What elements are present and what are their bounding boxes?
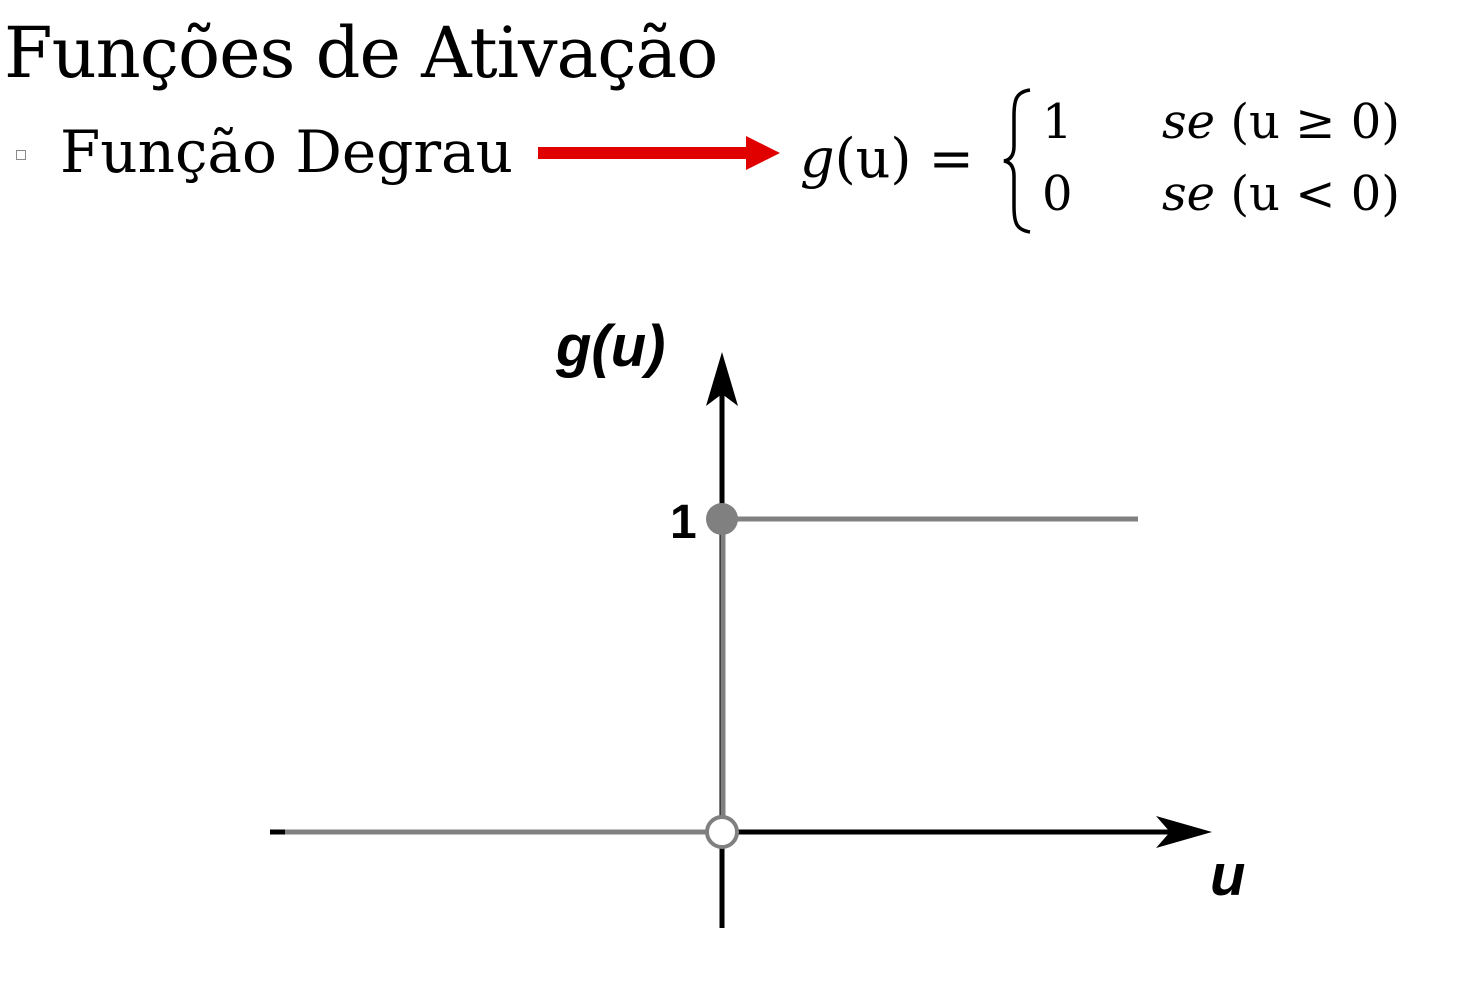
case-2-condition-word: se: [1162, 166, 1216, 222]
square-bullet-icon: [16, 150, 26, 160]
arrow-head: [746, 136, 780, 170]
x-axis-arrowhead: [1156, 816, 1212, 848]
open-point-at-zero: [705, 815, 739, 849]
case-2-condition: se (u < 0): [1162, 170, 1400, 218]
case-2-value: 0: [1042, 166, 1073, 222]
formula-function-name: g: [800, 127, 835, 190]
case-1-condition-expr: (u ≥ 0): [1230, 94, 1400, 150]
case-1-value: 1: [1042, 94, 1073, 150]
case-1-condition: se (u ≥ 0): [1162, 98, 1400, 146]
left-brace-icon: [1003, 88, 1031, 234]
y-axis-label: g(u): [555, 314, 666, 379]
formula-lhs: g(u) =: [800, 132, 974, 186]
x-axis-label: u: [1210, 843, 1245, 908]
slide-title: Funções de Ativação: [4, 12, 718, 94]
y-axis-arrowhead: [706, 352, 738, 406]
arrow-shaft: [538, 147, 750, 159]
formula-equals: =: [911, 127, 974, 190]
formula-argument: (u): [834, 127, 912, 190]
case-2-condition-expr: (u < 0): [1230, 166, 1400, 222]
case-1-condition-word: se: [1162, 94, 1216, 150]
y-tick-label-one: 1: [670, 496, 697, 549]
bullet-text: Função Degrau: [60, 118, 513, 186]
step-function-formula: g(u) = 1 se (u ≥ 0) 0 se (u < 0): [800, 86, 1450, 236]
red-arrow-icon: [538, 136, 780, 170]
closed-point-at-one: [706, 503, 738, 535]
